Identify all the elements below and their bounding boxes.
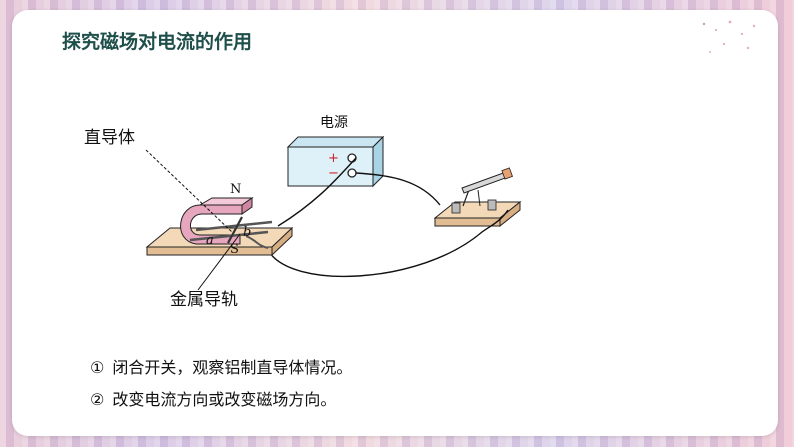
step-item: ① 闭合开关，观察铝制直导体情况。	[90, 352, 352, 384]
decorative-dots	[702, 20, 756, 53]
point-a-label: a	[206, 233, 214, 248]
negative-terminal	[347, 168, 357, 178]
minus-sign: −	[328, 166, 339, 181]
step-text: 改变电流方向或改变磁场方向。	[112, 390, 337, 409]
instruction-steps: ① 闭合开关，观察铝制直导体情况。 ② 改变电流方向或改变磁场方向。	[90, 352, 352, 416]
plus-sign: +	[328, 151, 339, 166]
metal-rail-label: 金属导轨	[170, 290, 238, 310]
south-pole-label: S	[230, 242, 239, 257]
u-magnet	[180, 197, 254, 245]
metal-rails	[189, 220, 273, 249]
straight-conductor-label: 直导体	[84, 128, 135, 148]
slide-card	[12, 10, 778, 436]
step-marker: ②	[90, 390, 105, 409]
wire-positive	[277, 157, 357, 227]
power-supply: + −	[286, 135, 385, 188]
north-pole-label: N	[230, 182, 241, 197]
straight-conductor	[227, 216, 243, 244]
power-supply-label: 电源	[320, 115, 348, 131]
step-marker: ①	[90, 358, 105, 377]
step-item: ② 改变电流方向或改变磁场方向。	[90, 384, 352, 416]
step-text: 闭合开关，观察铝制直导体情况。	[112, 358, 353, 377]
wire-return	[267, 209, 509, 278]
slide-title: 探究磁场对电流的作用	[62, 31, 253, 53]
point-b-label: b	[243, 225, 251, 240]
rail-leader-line	[197, 233, 241, 291]
positive-terminal	[347, 153, 357, 163]
knife-switch	[433, 167, 522, 228]
wire-negative	[355, 172, 441, 206]
